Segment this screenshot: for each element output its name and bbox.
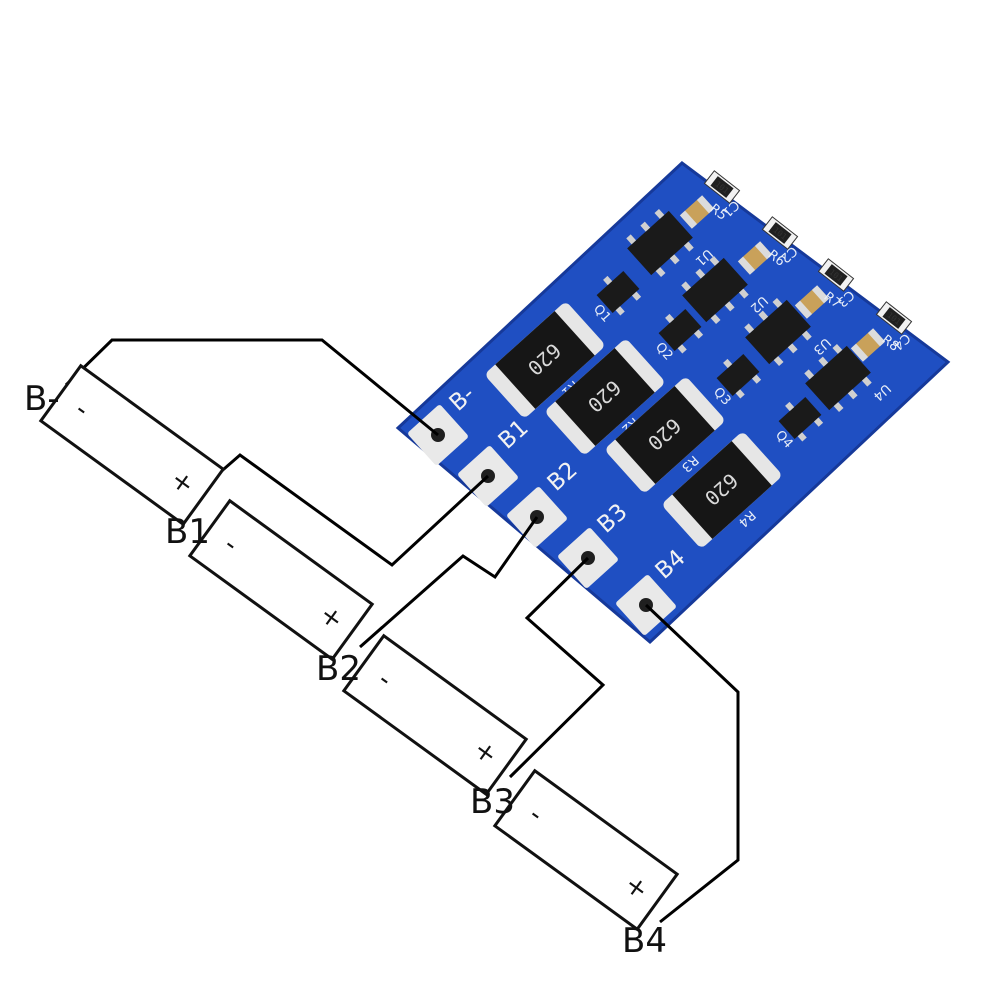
ic-u4: U4 — [804, 343, 893, 413]
battery-cell-4: - + — [492, 768, 680, 932]
wire-b3 — [508, 556, 606, 779]
resistor-r1: 620 R1 — [486, 303, 604, 417]
wires — [64, 338, 740, 924]
ic-u1: U1 — [626, 208, 715, 278]
node-label-b3: B3 — [470, 782, 515, 822]
small-resistor-r6: 101 R6 — [761, 216, 799, 270]
battery-cell-1: - + — [38, 363, 226, 527]
battery-cells: - + - + - + - + — [38, 363, 680, 932]
wire-b4 — [644, 603, 740, 924]
node-label-b-minus: B- — [24, 379, 60, 419]
small-resistor-r7: 101 R7 — [817, 258, 855, 312]
wire-b-minus — [64, 338, 439, 437]
resistor-r3: 620 R3 — [606, 378, 724, 492]
ic-u3: U3 — [744, 297, 833, 367]
node-label-b1: B1 — [165, 512, 210, 552]
resistor-r4: 620 R4 — [663, 433, 781, 547]
capacitor-c4: C4 — [850, 328, 913, 362]
battery-cell-2: - + — [187, 498, 375, 662]
transistor-q3: Q3 — [710, 354, 762, 409]
node-label-b4: B4 — [622, 921, 667, 961]
node-labels: B- B1 B2 B3 B4 — [24, 379, 667, 961]
pcb-board: B- B1 B2 B3 B4 620 R1 — [395, 161, 951, 645]
battery-cell-3: - + — [341, 633, 529, 797]
node-label-b2: B2 — [316, 649, 361, 689]
wire-b2 — [359, 516, 539, 649]
